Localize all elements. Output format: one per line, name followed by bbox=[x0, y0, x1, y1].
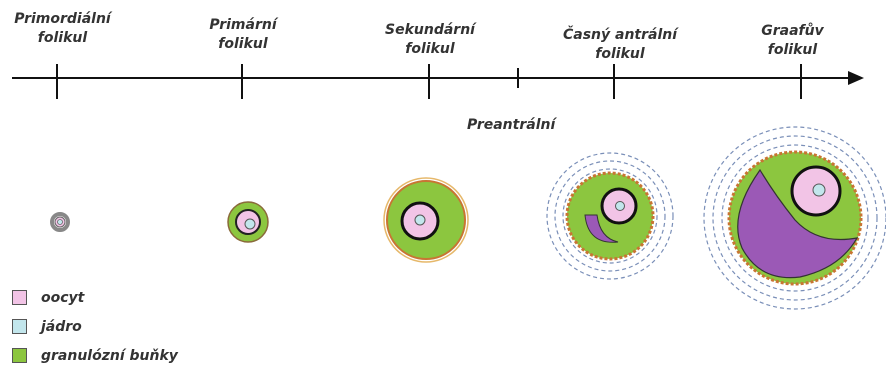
stage-label-line2: folikul bbox=[745, 41, 840, 60]
stage-label-line1: Primární bbox=[188, 16, 298, 35]
legend-item-oocyte: oocyt bbox=[12, 283, 178, 312]
legend-label: granulózní buňky bbox=[41, 348, 178, 364]
primary-follicle bbox=[228, 202, 268, 242]
phase-label-preantral: Preantrální bbox=[467, 117, 555, 133]
stage-label-line2: folikul bbox=[550, 45, 690, 64]
early-antral-follicle bbox=[547, 153, 673, 279]
timeline-axis bbox=[12, 64, 864, 99]
graafian-follicle bbox=[704, 127, 886, 309]
primordial-follicle bbox=[52, 214, 68, 230]
stage-label-line1: Graafův bbox=[745, 22, 840, 41]
stage-label-line1: Sekundární bbox=[370, 21, 490, 40]
legend-swatch-granulosa bbox=[12, 348, 27, 363]
legend-item-nucleus: jádro bbox=[12, 312, 178, 341]
legend-label: oocyt bbox=[41, 290, 84, 306]
stage-label-line2: folikul bbox=[370, 40, 490, 59]
legend-swatch-oocyte bbox=[12, 290, 27, 305]
stage-label-early-antral: Časný antrální folikul bbox=[550, 26, 690, 64]
stage-label-line2: folikul bbox=[188, 35, 298, 54]
stage-label-secondary: Sekundární folikul bbox=[370, 21, 490, 59]
legend: oocyt jádro granulózní buňky bbox=[12, 283, 178, 370]
stage-label-primary: Primární folikul bbox=[188, 16, 298, 54]
legend-swatch-nucleus bbox=[12, 319, 27, 334]
legend-label: jádro bbox=[41, 319, 82, 335]
legend-item-granulosa: granulózní buňky bbox=[12, 341, 178, 370]
secondary-follicle bbox=[384, 178, 468, 262]
stage-label-line1: Primordiální bbox=[5, 10, 120, 29]
stage-label-primordial: Primordiální folikul bbox=[5, 10, 120, 48]
stage-label-graafian: Graafův folikul bbox=[745, 22, 840, 60]
stage-label-line1: Časný antrální bbox=[550, 26, 690, 45]
stage-label-line2: folikul bbox=[5, 29, 120, 48]
